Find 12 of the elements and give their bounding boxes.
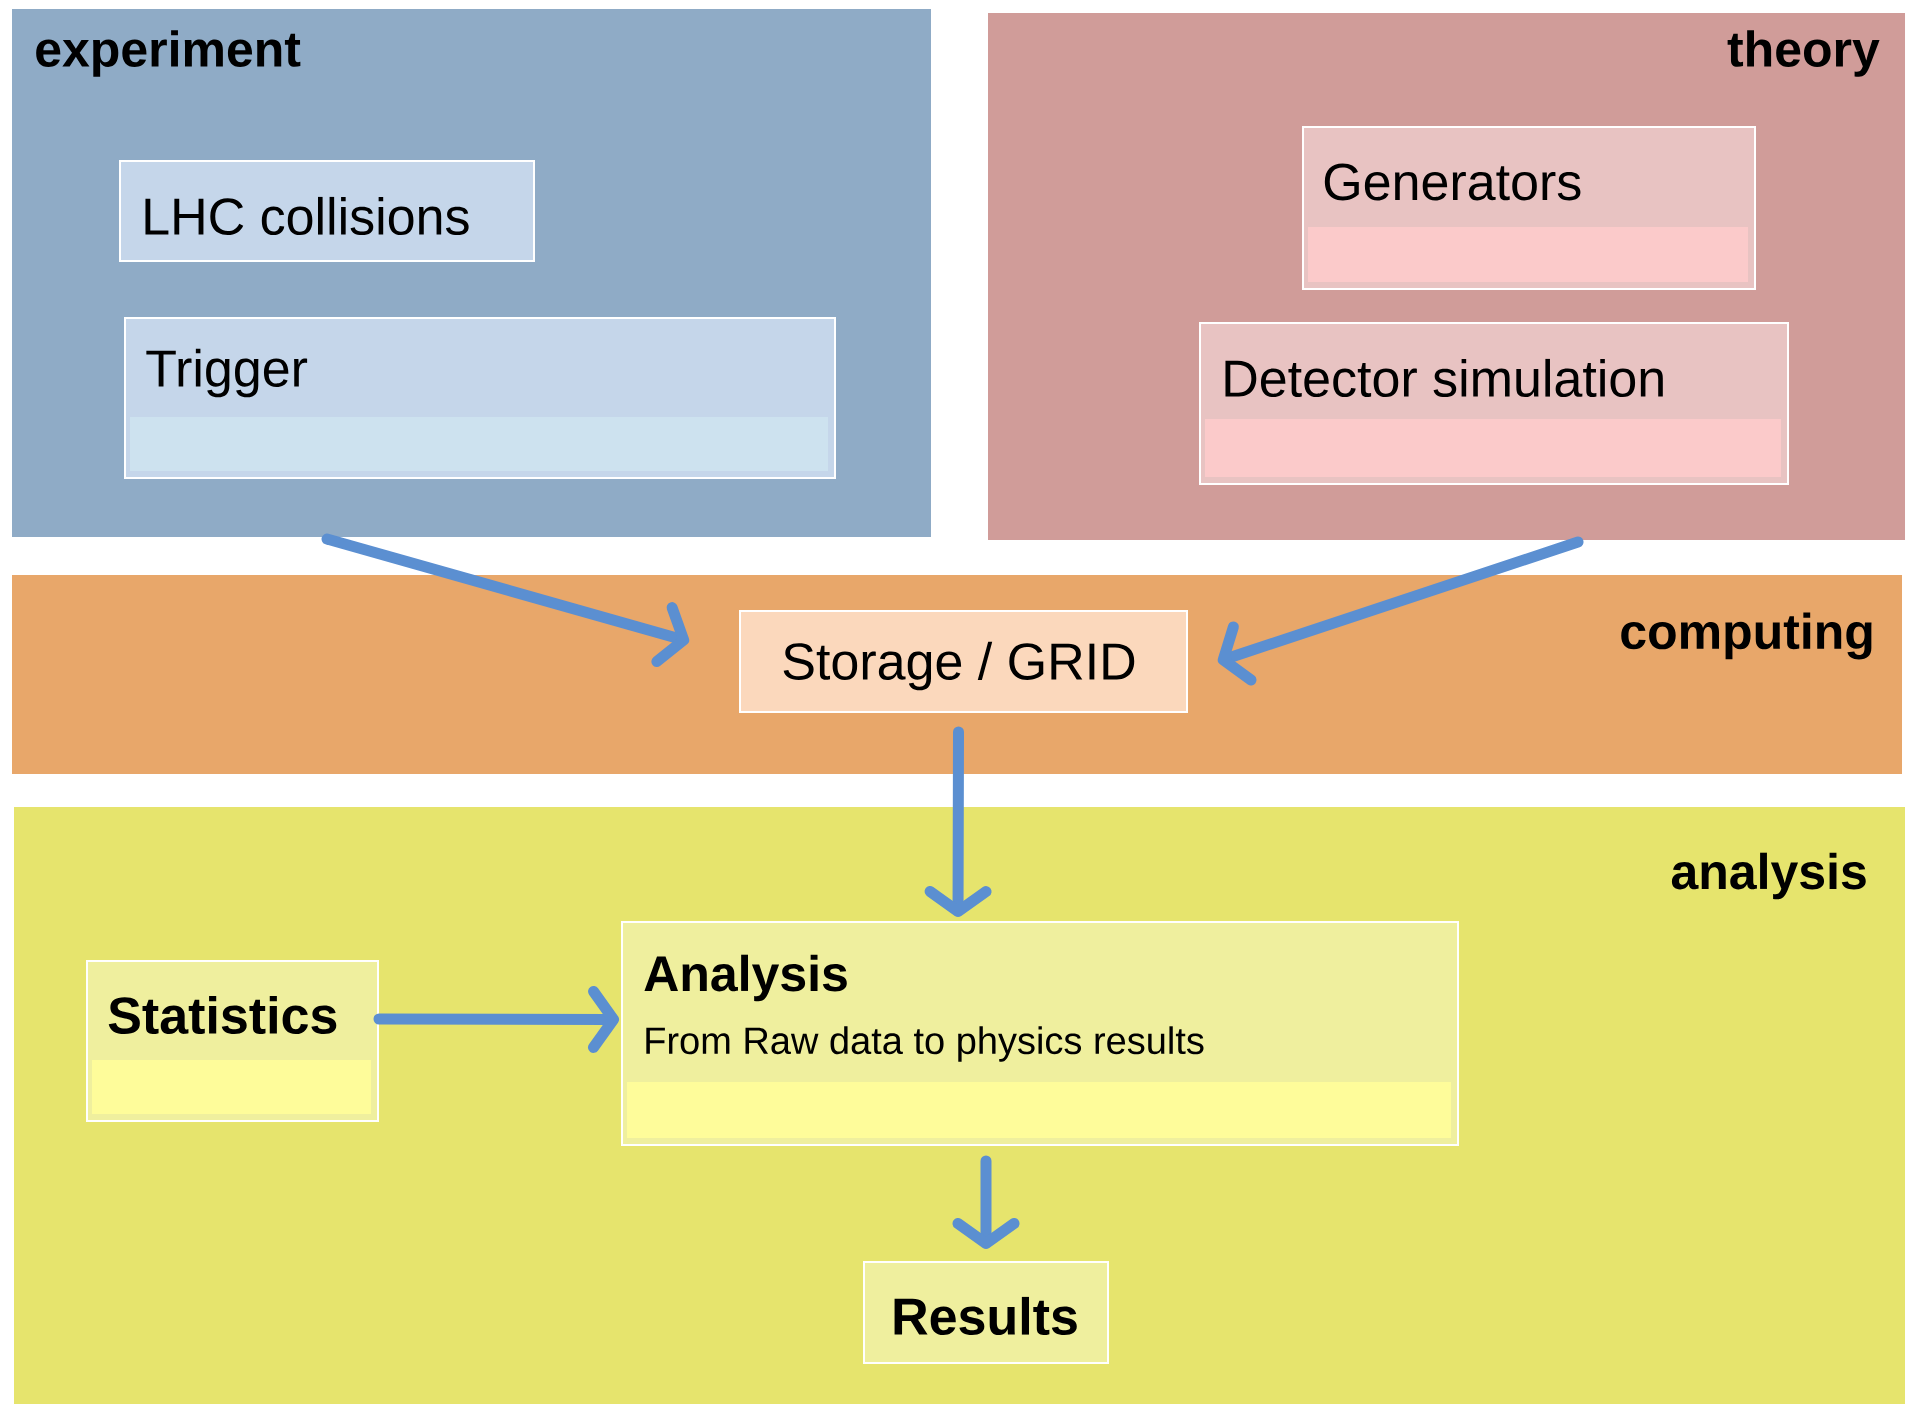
process-box: Results	[863, 1261, 1109, 1364]
process-box: Trigger	[124, 317, 836, 479]
arrow	[373, 985, 619, 1053]
arrow	[1217, 536, 1584, 686]
process-box: Storage / GRID	[739, 610, 1188, 713]
process-box: Analysis From Raw data to physics results	[621, 921, 1459, 1146]
process-box: Detector simulation	[1199, 322, 1789, 485]
arrow	[321, 533, 690, 667]
arrow	[924, 726, 992, 917]
process-box: Generators	[1302, 126, 1756, 290]
process-box: Statistics	[86, 960, 379, 1122]
process-box: LHC collisions	[119, 160, 535, 262]
